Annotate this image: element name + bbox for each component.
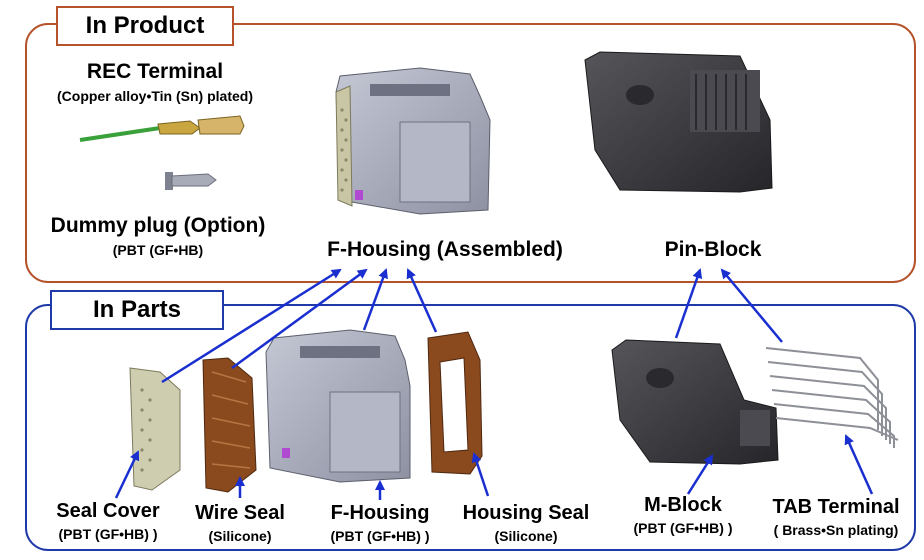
seal-cover-image (129, 367, 181, 491)
f-housing-label: F-Housing (330, 502, 430, 524)
rec-terminal-material: (Copper alloy•Tin (Sn) plated) (57, 88, 253, 104)
m-block-material: (PBT (GF•HB) ) (633, 520, 733, 536)
dummy-plug-image (165, 172, 217, 190)
rec-terminal-label: REC Terminal (86, 60, 224, 83)
housing-seal-image (427, 331, 483, 475)
housing-seal-label: Housing Seal (462, 502, 590, 524)
product-section-frame (25, 23, 916, 283)
parts-section-frame (25, 304, 916, 551)
wire-seal-image (202, 357, 257, 493)
f-housing-assembled-label: F-Housing (Assembled) (327, 238, 563, 261)
arrow-m-block-to-pin-block (674, 268, 703, 339)
wire-seal-label: Wire Seal (195, 502, 285, 524)
m-block-image (611, 339, 779, 465)
housing-seal-material: (Silicone) (494, 528, 558, 544)
tab-terminal-material: ( Brass•Sn plating) (773, 522, 899, 538)
f-housing-assembled-image (335, 67, 491, 215)
arrow-f-housing-to-assembly (362, 268, 388, 331)
tab-terminal-label: TAB Terminal (772, 496, 900, 518)
m-block-label: M-Block (644, 494, 722, 516)
parts-section-title: In Parts (50, 290, 224, 330)
arrow-label-to-housing-seal (471, 452, 490, 497)
seal-cover-label: Seal Cover (56, 500, 160, 522)
f-housing-image (265, 329, 411, 483)
rec-terminal-image (79, 115, 245, 142)
arrow-tab-terminal-to-pin-block (720, 268, 783, 343)
dummy-plug-material: (PBT (GF•HB) (112, 242, 204, 258)
arrow-seal-cover-to-assembly (161, 268, 342, 384)
seal-cover-material: (PBT (GF•HB) ) (58, 526, 158, 542)
dummy-plug-label: Dummy plug (Option) (50, 214, 266, 237)
arrow-housing-seal-to-assembly (406, 268, 438, 333)
wire-seal-material: (Silicone) (208, 528, 272, 544)
pin-block-image (584, 51, 773, 193)
arrow-label-to-m-block (686, 454, 714, 495)
product-section-title: In Product (56, 6, 234, 46)
arrow-label-to-seal-cover (114, 450, 140, 499)
arrow-label-to-tab-terminal (844, 434, 874, 495)
arrow-wire-seal-to-assembly (231, 268, 368, 370)
pin-block-label: Pin-Block (664, 238, 762, 261)
f-housing-material: (PBT (GF•HB) ) (330, 528, 430, 544)
tab-terminal-image (765, 347, 899, 448)
